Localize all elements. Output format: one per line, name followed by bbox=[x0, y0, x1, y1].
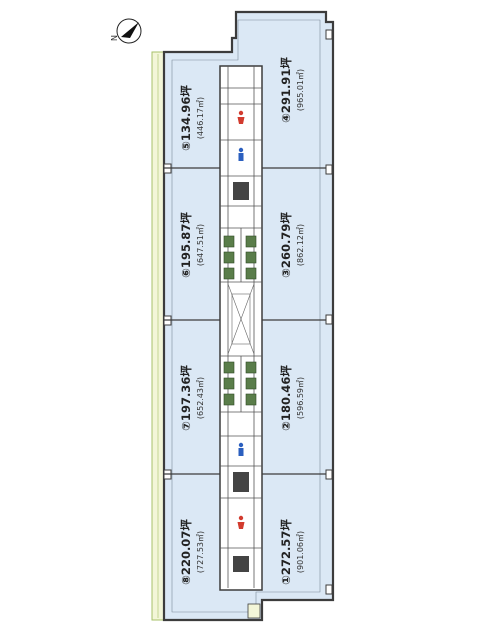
tenant-area-sqm: (862.12㎡) bbox=[296, 224, 305, 266]
tenant-number: ② bbox=[279, 421, 293, 431]
elevator-bank-south bbox=[223, 361, 257, 406]
tenant-labels: ⑤134.96坪(446.17㎡) ④291.91坪(965.01㎡) ⑥195.8… bbox=[179, 57, 305, 585]
tenant-area-sqm: (727.53㎡) bbox=[196, 531, 205, 573]
tenant-area-sqm: (596.59㎡) bbox=[296, 377, 305, 419]
core-outline bbox=[219, 65, 263, 591]
tenant-label: ⑥195.87坪(647.51㎡) bbox=[179, 212, 205, 278]
service-shafts bbox=[233, 182, 249, 572]
tenant-area-tsubo: ③260.79坪 bbox=[279, 212, 293, 278]
tenant-area-tsubo: ⑦197.36坪 bbox=[179, 365, 193, 431]
tenant-number: ① bbox=[279, 575, 293, 585]
tenant-number: ③ bbox=[279, 268, 293, 278]
tenant-partitions bbox=[164, 167, 326, 475]
tenant-area-sqm: (647.51㎡) bbox=[196, 224, 205, 266]
tenant-area-tsubo: ①272.57坪 bbox=[279, 519, 293, 585]
elevator-bank-north bbox=[223, 235, 257, 280]
female-restroom-icon-south bbox=[237, 515, 245, 529]
tenant-label: ⑧220.07坪(727.53㎡) bbox=[179, 519, 205, 585]
compass-arrow-icon bbox=[121, 22, 139, 38]
tenant-area-sqm: (901.06㎡) bbox=[296, 531, 305, 573]
tenant-label: ③260.79坪(862.12㎡) bbox=[279, 212, 305, 278]
tenant-area-sqm: (446.17㎡) bbox=[196, 97, 205, 139]
tenant-area-tsubo: ②180.46坪 bbox=[279, 365, 293, 431]
tenant-area-tsubo: ④291.91坪 bbox=[279, 57, 293, 123]
male-restroom-icon-south bbox=[238, 442, 244, 456]
north-compass: N bbox=[110, 18, 142, 44]
tenant-number: ④ bbox=[279, 113, 293, 123]
tenant-area-sqm: (652.43㎡) bbox=[196, 377, 205, 419]
tenant-number: ⑥ bbox=[179, 268, 193, 278]
female-restroom-icon-north bbox=[237, 110, 245, 124]
tenant-number: ⑤ bbox=[179, 141, 193, 151]
inner-perimeter bbox=[171, 19, 321, 613]
male-restroom-icon-north bbox=[238, 147, 244, 161]
compass-ring bbox=[116, 18, 142, 44]
tenant-area-tsubo: ⑥195.87坪 bbox=[179, 212, 193, 278]
tenant-label: ②180.46坪(596.59㎡) bbox=[279, 365, 305, 431]
tenant-number: ⑧ bbox=[179, 575, 193, 585]
tenant-number: ⑦ bbox=[179, 421, 193, 431]
tenant-label: ⑦197.36坪(652.43㎡) bbox=[179, 365, 205, 431]
tenant-area-tsubo: ⑧220.07坪 bbox=[179, 519, 193, 585]
tenant-label: ⑤134.96坪(446.17㎡) bbox=[179, 85, 205, 151]
entrance-box bbox=[247, 603, 261, 619]
tenant-area-tsubo: ⑤134.96坪 bbox=[179, 85, 193, 151]
tenant-label: ④291.91坪(965.01㎡) bbox=[279, 57, 305, 123]
tenant-area-sqm: (965.01㎡) bbox=[296, 69, 305, 111]
compass-north-label: N bbox=[110, 35, 119, 41]
central-core bbox=[219, 65, 263, 591]
tenant-label: ①272.57坪(901.06㎡) bbox=[279, 519, 305, 585]
